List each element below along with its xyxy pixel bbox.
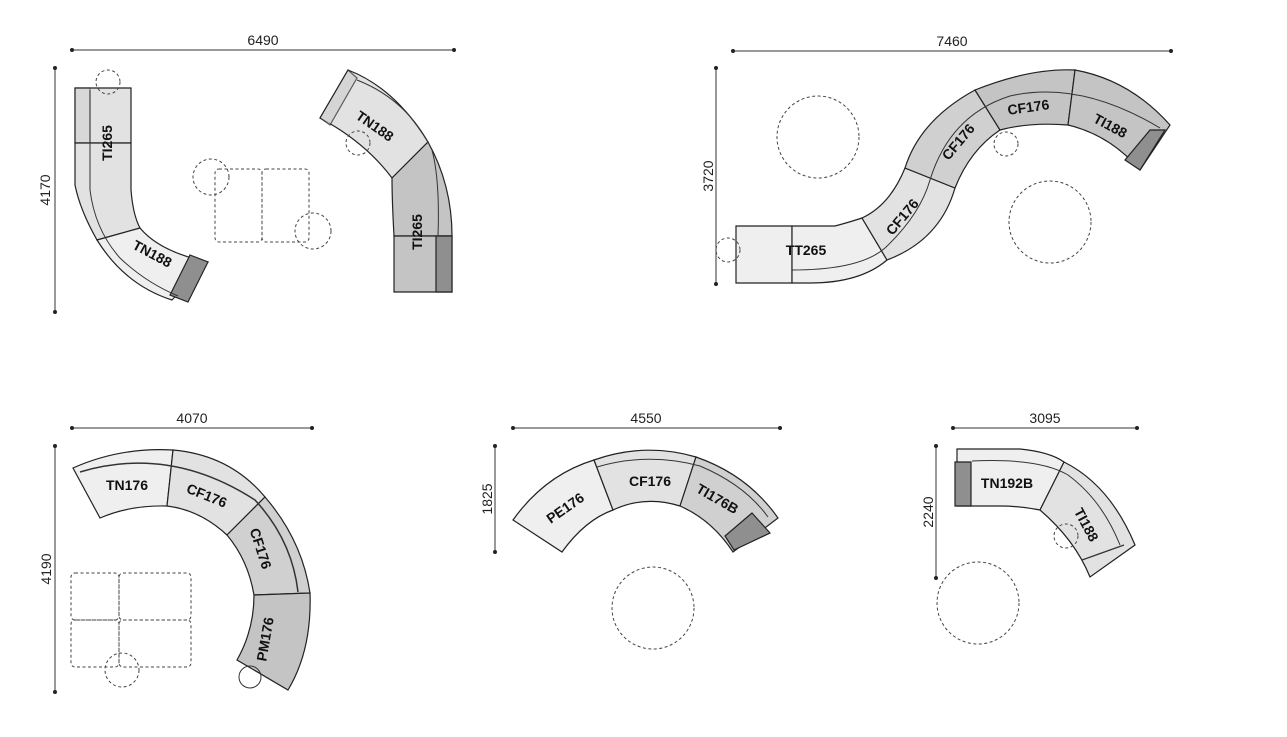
sofa-right: TN188 TI265 <box>319 69 453 293</box>
dimension-height-label: 4190 <box>38 553 54 584</box>
dimension-width-label: 4070 <box>176 410 207 426</box>
dimension-height: 2240 <box>920 444 938 580</box>
layout-1: 6490 4170 TI265 TN188 <box>37 32 456 314</box>
module-label: TN192B <box>981 475 1033 491</box>
dimension-width: 4550 <box>511 410 782 430</box>
table-dashed <box>936 561 1020 645</box>
module-label: TN176 <box>106 477 148 493</box>
dimension-width-label: 7460 <box>936 33 967 49</box>
module-label: CF176 <box>629 473 671 489</box>
dimension-height-label: 2240 <box>920 496 936 527</box>
dimension-height: 3720 <box>700 66 718 286</box>
dimension-height: 1825 <box>479 444 497 554</box>
sofa-arc: TN176 CF176 CF176 PM176 <box>72 449 311 691</box>
sofa-corner-small: TN192B TI188 <box>954 448 1136 578</box>
layout-2: 7460 3720 TT265 CF176 CF176 CF176 TI188 <box>700 33 1173 286</box>
dimension-height: 4170 <box>37 66 57 314</box>
layout-3: 4070 4190 TN176 CF176 CF176 PM176 <box>38 410 314 694</box>
dimension-width: 6490 <box>70 32 456 52</box>
module-label: TT265 <box>786 242 827 258</box>
dimension-height-label: 4170 <box>37 174 53 205</box>
sofa-left: TI265 TN188 <box>74 69 210 303</box>
dimension-width: 7460 <box>731 33 1173 53</box>
module-label: PM176 <box>253 616 276 663</box>
table-dashed <box>611 566 695 650</box>
dimension-width-label: 3095 <box>1029 410 1060 426</box>
layout-5: 3095 2240 TN192B TI188 <box>920 410 1139 645</box>
dimension-width-label: 6490 <box>247 32 278 48</box>
dimension-height-label: 1825 <box>479 483 495 514</box>
table-dashed <box>192 158 332 250</box>
module-label: TI265 <box>99 125 115 161</box>
layout-4: 4550 1825 PE176 CF176 TI176B <box>479 410 782 650</box>
tables-dashed <box>715 95 1092 264</box>
module-label: TI265 <box>409 214 425 250</box>
table-dashed <box>70 572 192 688</box>
dimension-height-label: 3720 <box>700 160 716 191</box>
dimension-width-label: 4550 <box>630 410 661 426</box>
dimension-height: 4190 <box>38 444 57 694</box>
dimension-width: 4070 <box>70 410 314 430</box>
sofa-s-curve: TT265 CF176 CF176 CF176 TI188 <box>735 69 1171 284</box>
sofa-arc-small: PE176 CF176 TI176B <box>512 449 779 553</box>
dimension-width: 3095 <box>951 410 1139 430</box>
module-label: CF176 <box>1006 96 1050 118</box>
